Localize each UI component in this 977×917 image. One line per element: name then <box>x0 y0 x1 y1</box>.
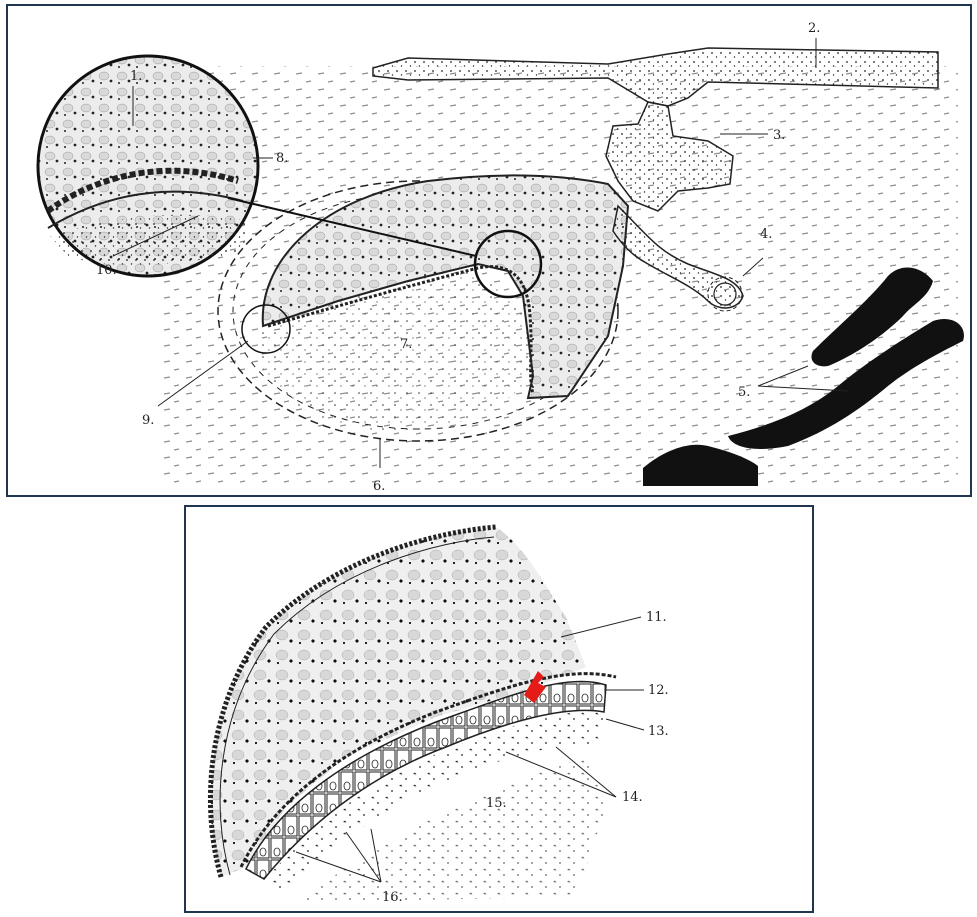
label-2: 2. <box>808 21 820 36</box>
label-13: 13. <box>648 724 669 739</box>
label-15: 15. <box>486 796 507 811</box>
top-diagram-svg: 1. 2. 3. 4. 5. 6. 7. 8. 9. 10. <box>8 6 972 497</box>
label-3: 3. <box>773 128 785 143</box>
label-14: 14. <box>622 790 643 805</box>
label-7: 7. <box>400 337 412 352</box>
bottom-diagram-panel: 11. 12. 13. 14. 15. 16. <box>184 505 814 913</box>
label-8: 8. <box>276 151 288 166</box>
label-4: 4. <box>760 227 772 242</box>
label-9: 9. <box>142 413 154 428</box>
label-5: 5. <box>738 385 750 400</box>
label-16: 16. <box>382 890 403 905</box>
label-11: 11. <box>646 610 667 625</box>
label-1: 1. <box>130 69 142 84</box>
label-6: 6. <box>373 479 385 494</box>
top-diagram-panel: 1. 2. 3. 4. 5. 6. 7. 8. 9. 10. <box>6 4 972 497</box>
magnified-inset <box>38 56 258 276</box>
label-12: 12. <box>648 683 669 698</box>
bottom-diagram-svg: 11. 12. 13. 14. 15. 16. <box>186 507 814 913</box>
label-10: 10. <box>96 263 117 278</box>
